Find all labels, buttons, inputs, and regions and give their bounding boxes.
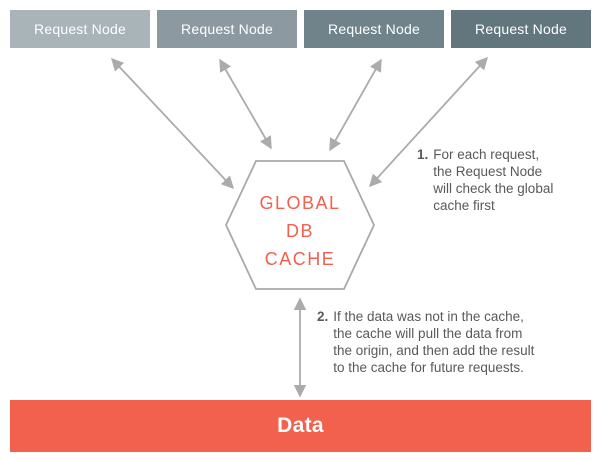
request-node-row: Request Node Request Node Request Node R…	[10, 10, 591, 48]
arrow-node1-cache	[111, 57, 234, 190]
request-node-4: Request Node	[451, 10, 591, 48]
arrow-node2-cache	[219, 58, 272, 150]
annotation-step-1-text: For each request, the Request Node will …	[433, 147, 554, 213]
data-origin-bar: Data	[10, 400, 591, 452]
cache-hexagon-label: GLOBAL DB CACHE	[259, 193, 341, 269]
request-node-2: Request Node	[157, 10, 297, 48]
arrow-node4-cache	[369, 56, 488, 188]
arrow-node3-cache	[329, 58, 382, 152]
request-node-1: Request Node	[10, 10, 150, 48]
annotation-step-2: 2. If the data was not in the cache, the…	[317, 308, 534, 376]
annotation-step-2-number: 2.	[317, 309, 329, 324]
annotation-step-1-number: 1.	[417, 147, 429, 162]
annotation-step-1: 1. For each request, the Request Node wi…	[417, 146, 553, 214]
annotation-step-2-text: If the data was not in the cache, the ca…	[333, 309, 535, 375]
cache-hexagon-shape	[225, 160, 375, 290]
request-node-3: Request Node	[304, 10, 444, 48]
